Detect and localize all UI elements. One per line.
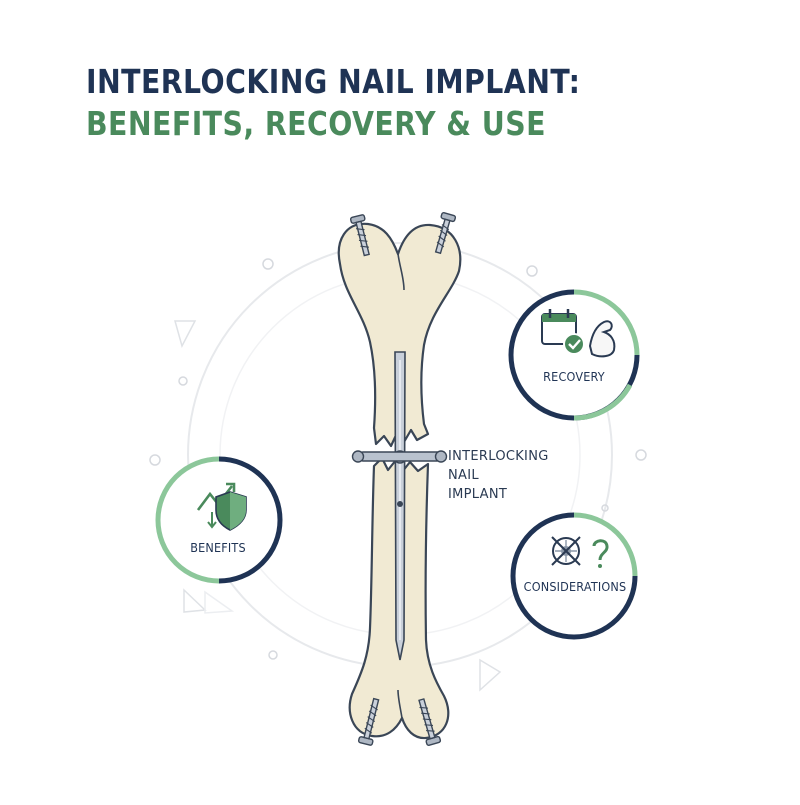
locking-screw-crossbar	[359, 451, 441, 462]
considerations-badge	[510, 512, 638, 640]
no-germ-icon	[551, 536, 581, 566]
recovery-label: RECOVERY	[543, 369, 605, 384]
flexed-arm-icon	[588, 320, 616, 358]
bone-screws	[349, 211, 457, 747]
calendar-check-icon	[541, 309, 585, 355]
question-mark-icon	[592, 539, 609, 568]
benefits-label: BENEFITS	[190, 540, 246, 555]
shield-icon	[215, 491, 247, 531]
intramedullary-nail	[351, 351, 448, 661]
title-line-1: INTERLOCKING NAIL IMPLANT:	[86, 62, 581, 101]
callout-line-2: NAIL	[448, 468, 479, 483]
benefits-badge	[155, 456, 283, 584]
callout-line-3: IMPLANT	[448, 487, 508, 502]
title-line-2: BENEFITS, RECOVERY & USE	[86, 104, 546, 143]
upper-bone-fragment	[337, 222, 462, 448]
nail-implant-callout: INTERLOCKING NAIL IMPLANT	[448, 447, 549, 504]
callout-line-1: INTERLOCKING	[448, 449, 549, 464]
considerations-label: CONSIDERATIONS	[523, 579, 627, 594]
recovery-badge	[508, 289, 640, 421]
